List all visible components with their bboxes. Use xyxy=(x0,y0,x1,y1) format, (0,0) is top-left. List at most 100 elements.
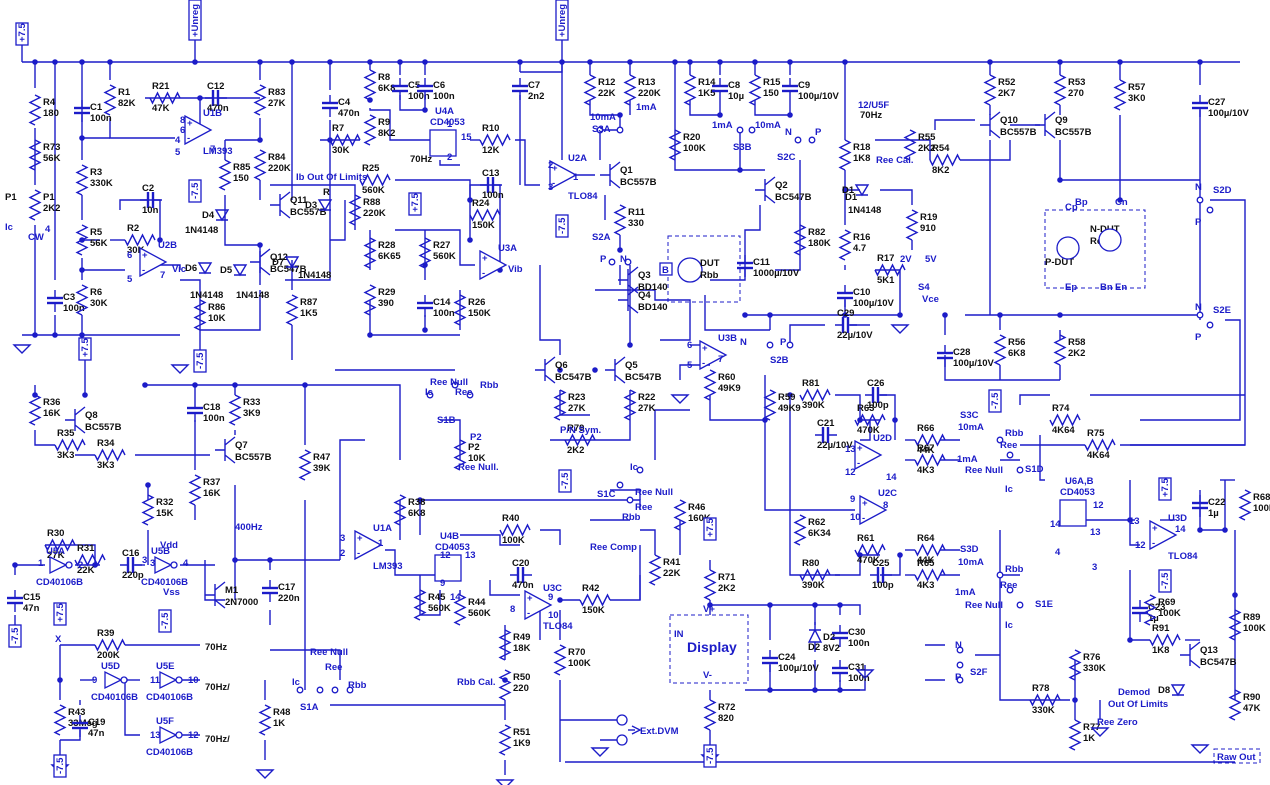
supply-flag-75: +7.5 xyxy=(15,22,29,46)
component-r17: R17 5K1 xyxy=(874,253,906,286)
ref-r25: R25 xyxy=(362,163,380,174)
value-r30: 27K xyxy=(47,550,65,561)
label-ree: Ree xyxy=(325,662,342,673)
value-c14: 100n xyxy=(433,308,455,319)
label-ree: Ree xyxy=(1000,580,1017,591)
value-r65: 4K3 xyxy=(917,580,934,591)
ref-r61: R61 xyxy=(857,533,875,544)
label-s2e: S2E xyxy=(1213,305,1231,316)
ref-r44: R44 xyxy=(468,597,486,608)
value-c26: 100p xyxy=(867,400,889,411)
opamp-ref: U2C xyxy=(878,488,897,499)
opamp-ref: U2A xyxy=(568,153,587,164)
label-ic: Ic xyxy=(630,462,638,473)
switch-contact xyxy=(1006,451,1014,459)
label-pin10: 10 xyxy=(188,675,199,686)
label-ma10: 10mA xyxy=(958,422,984,433)
value-r7: 30K xyxy=(332,145,350,156)
label-pin15: 15 xyxy=(461,132,472,143)
label-ma10: 10mA xyxy=(755,120,781,131)
value-r12: 22K xyxy=(598,88,616,99)
opamp-ref: U2D xyxy=(873,433,892,444)
switch-contact xyxy=(616,126,624,134)
value-r27: 560K xyxy=(433,251,456,262)
transistor-ref: Q9 xyxy=(1055,115,1068,126)
ref-r30: R30 xyxy=(47,528,64,539)
label-pin3: 3 xyxy=(1092,562,1097,573)
opamp-minus: - xyxy=(702,358,705,369)
value-r90: 47K xyxy=(1243,703,1261,714)
ndut-transistor xyxy=(1098,228,1122,252)
inverter-ref: U5B xyxy=(151,546,170,557)
supply-flag-text: +Unreg xyxy=(190,4,201,37)
ground-symbol xyxy=(255,769,275,779)
ref-r2: R2 xyxy=(127,223,139,234)
value-r17: 5K1 xyxy=(877,275,895,286)
label-reenull: Ree Null xyxy=(965,465,1003,476)
value-r68: 100K xyxy=(1253,503,1270,514)
ref-p1: P1 xyxy=(43,192,55,203)
ref-r34: R34 xyxy=(97,438,115,449)
inverter-part: CD40106B xyxy=(146,747,193,758)
inverter-part: CD40106B xyxy=(146,692,193,703)
ref-r57: R57 xyxy=(1128,82,1145,93)
diode-ref: D8 xyxy=(1158,685,1170,696)
label-vib: Vib xyxy=(508,264,523,275)
label-cp: Cp xyxy=(1065,202,1078,213)
supply-flag-75: -7.5 xyxy=(703,744,717,768)
supply-flag-text: -7.5 xyxy=(1160,572,1171,589)
ref-r17: R17 xyxy=(877,253,894,264)
diode-ref: D1 xyxy=(842,185,855,196)
label-n: N xyxy=(1195,302,1202,313)
ref-c1: C1 xyxy=(90,102,103,113)
switch-contact xyxy=(1006,586,1014,594)
switch-contact xyxy=(616,481,624,489)
value-r2: 30K xyxy=(127,245,145,256)
label-ma1: 1mA xyxy=(636,102,657,113)
label-ma10: 10mA xyxy=(958,557,984,568)
ref-r11: R11 xyxy=(628,207,646,218)
switch-contact xyxy=(316,686,324,694)
transistor-ref: Q13 xyxy=(1200,645,1218,656)
opamp-plus: + xyxy=(702,343,708,354)
label-rbbcal: Rbb Cal. xyxy=(457,677,496,688)
value-r91: 1K8 xyxy=(1152,645,1169,656)
value-r46: 160K xyxy=(688,513,711,524)
label-pin2: 2 xyxy=(548,160,553,171)
label-p: P xyxy=(1195,217,1202,228)
inverter-ref: U5A xyxy=(46,546,65,557)
transistor-type: BC557B xyxy=(620,177,657,188)
ref-r71: R71 xyxy=(718,572,736,583)
label-s4: S4 xyxy=(918,282,930,293)
label-reecomp: Ree Comp xyxy=(590,542,637,553)
component-r68: R68100K xyxy=(1238,489,1270,521)
ref-r15: R15 xyxy=(763,77,781,88)
value-c9: 100µ/10V xyxy=(798,91,840,102)
value-c8: 10µ xyxy=(728,91,744,102)
ref-c4: C4 xyxy=(338,97,351,108)
opamp-minus: - xyxy=(357,548,360,559)
switch-contact xyxy=(996,436,1004,444)
transistor-type: 2N7000 xyxy=(225,597,258,608)
ref-r27: R27 xyxy=(433,240,450,251)
